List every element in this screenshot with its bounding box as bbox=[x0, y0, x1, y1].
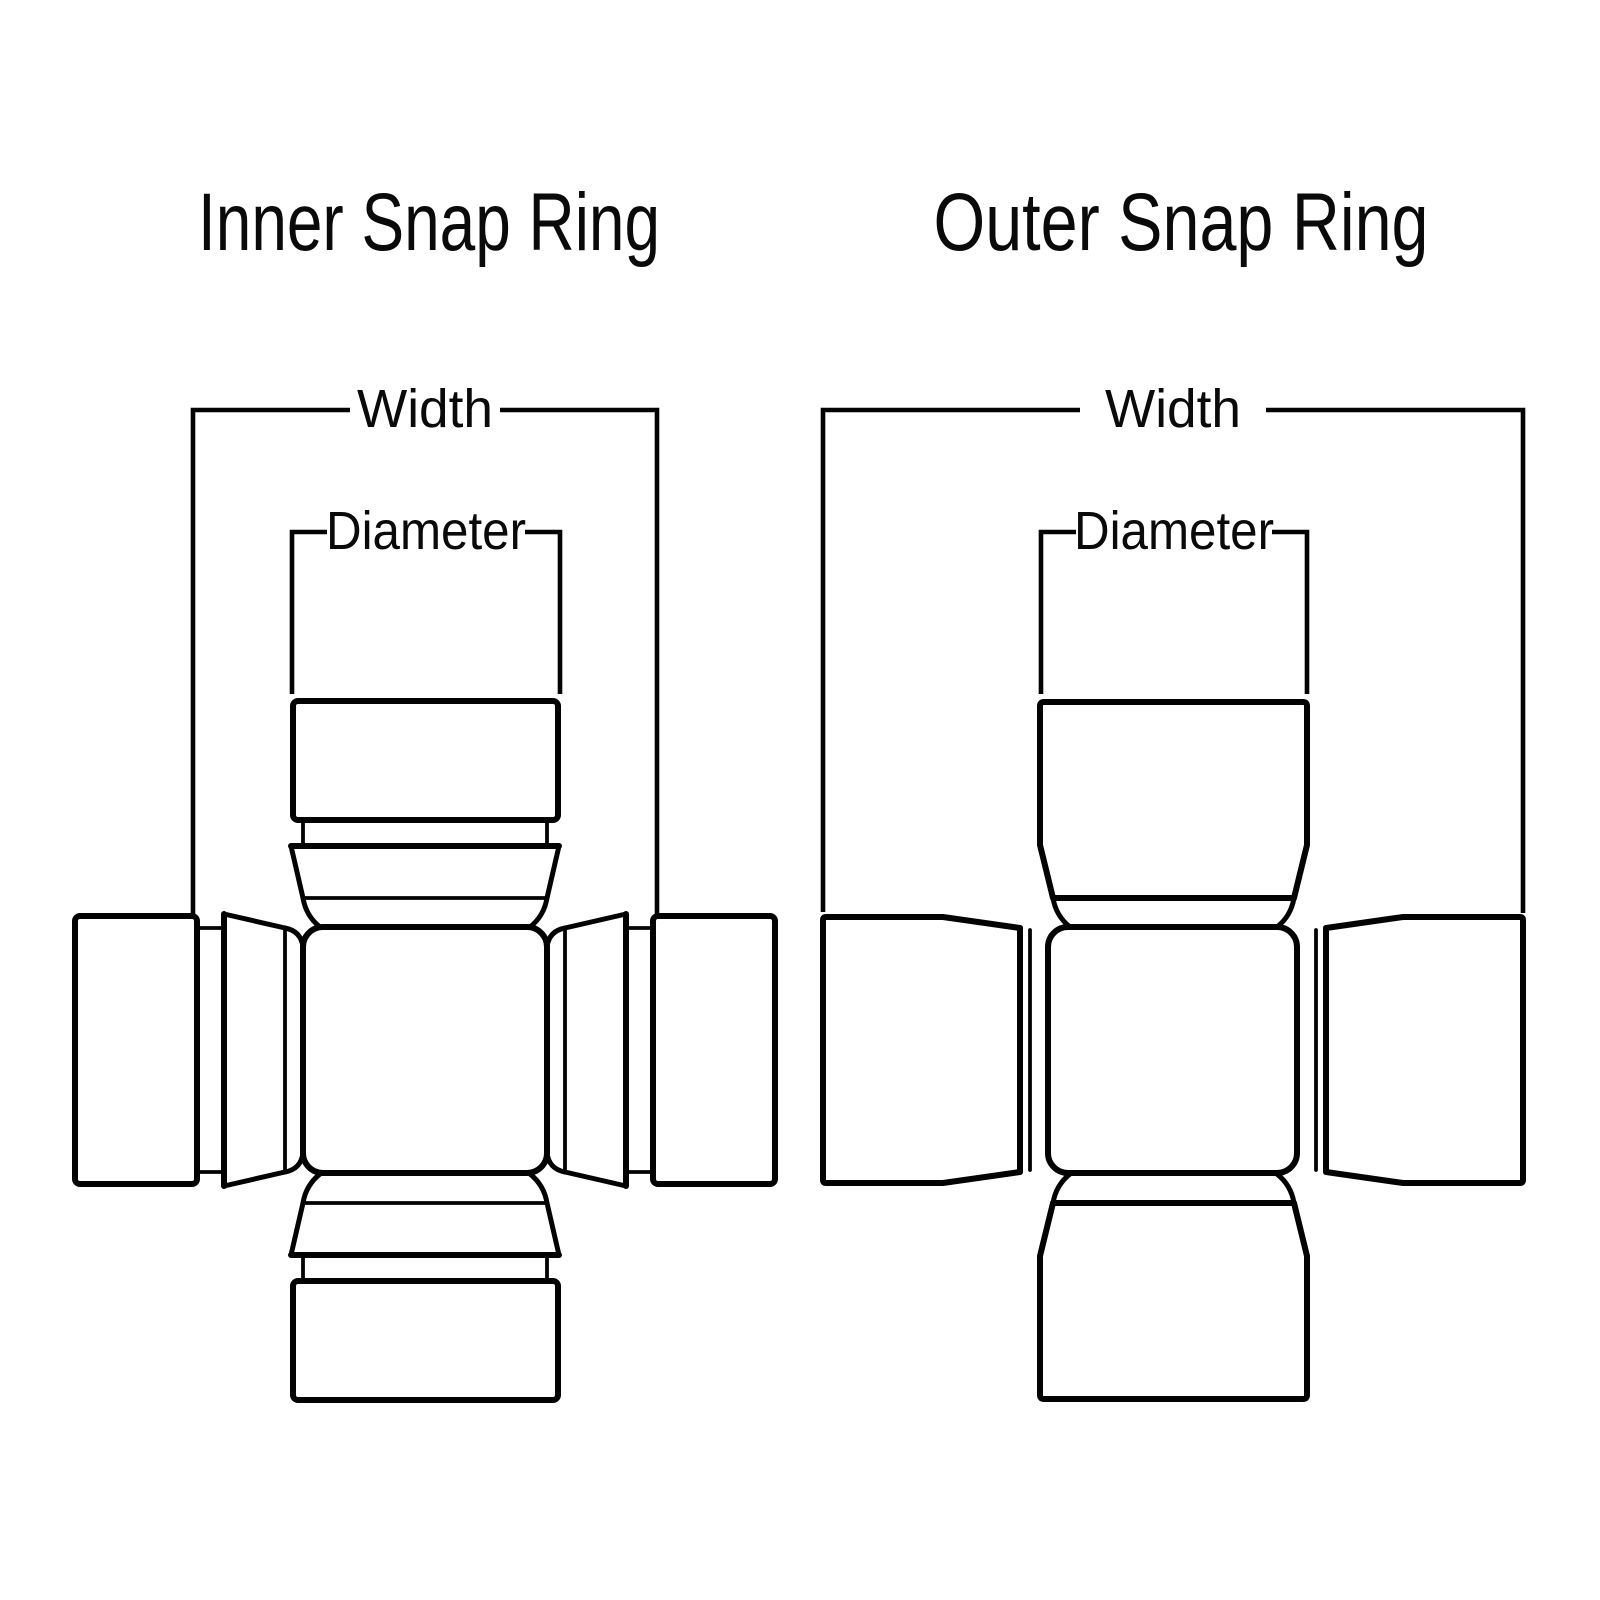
diameter-dimension: Diameter bbox=[1038, 501, 1310, 694]
right-bearing-cap-assembly bbox=[1314, 914, 1526, 1186]
top-bearing-cap-assembly bbox=[1037, 699, 1310, 930]
shoulder-fillet bbox=[300, 895, 323, 930]
bottom-bearing-cap-assembly bbox=[1037, 1171, 1310, 1402]
dimension-bracket-line bbox=[820, 407, 1080, 912]
bearing-cap bbox=[1037, 1200, 1310, 1402]
top-bearing-cap-assembly bbox=[288, 698, 562, 930]
left-bearing-cap-assembly bbox=[72, 911, 306, 1189]
shoulder-fillet bbox=[1050, 1171, 1073, 1206]
seal-flare-side bbox=[221, 911, 288, 931]
right-bearing-cap-assembly bbox=[544, 911, 778, 1189]
seal-flare-side bbox=[288, 1200, 306, 1258]
diameter-dimension-label: Diameter bbox=[1074, 501, 1274, 561]
bearing-cap bbox=[820, 914, 1023, 1186]
width-dimension-label: Width bbox=[1105, 379, 1241, 439]
shoulder-fillet bbox=[1274, 1171, 1297, 1206]
seal-flare-side bbox=[562, 1169, 629, 1189]
shoulder-fillet bbox=[527, 1171, 550, 1206]
dimension-bracket-line bbox=[1272, 529, 1310, 694]
bottom-bearing-cap-assembly bbox=[288, 1171, 562, 1403]
dimension-bracket-line bbox=[500, 407, 660, 916]
dimension-bracket-line bbox=[525, 529, 563, 694]
diameter-dimension-label: Diameter bbox=[326, 501, 526, 561]
inner-snap-ring-diagram: Inner Snap Ring Width Diameter bbox=[72, 177, 778, 1403]
seal-flare-side bbox=[562, 911, 629, 931]
bearing-cap bbox=[1037, 699, 1310, 901]
width-dimension: Width bbox=[190, 379, 660, 916]
shoulder-fillet bbox=[300, 1171, 323, 1206]
dimension-bracket-line bbox=[1266, 407, 1526, 913]
shoulder-fillet bbox=[1274, 895, 1297, 930]
seal-flare-side bbox=[544, 1200, 562, 1258]
dimension-bracket-line bbox=[289, 529, 327, 694]
seal-flare-side bbox=[288, 843, 306, 901]
diagram-title: Inner Snap Ring bbox=[198, 177, 660, 268]
seal-flare-side bbox=[221, 1169, 288, 1189]
diagram-title: Outer Snap Ring bbox=[934, 177, 1429, 268]
bearing-cap bbox=[290, 1278, 561, 1403]
diameter-dimension: Diameter bbox=[289, 501, 563, 694]
seal-flare-side bbox=[544, 843, 562, 901]
width-dimension: Width bbox=[820, 379, 1526, 913]
width-dimension-label: Width bbox=[357, 379, 493, 439]
bearing-cap bbox=[72, 913, 200, 1187]
shoulder-fillet bbox=[527, 895, 550, 930]
left-bearing-cap-assembly bbox=[820, 914, 1032, 1186]
cross-body bbox=[300, 924, 550, 1176]
bearing-cap bbox=[290, 698, 561, 823]
dimension-bracket-line bbox=[190, 407, 350, 914]
bearing-cap bbox=[1323, 914, 1526, 1186]
cross-body bbox=[1045, 924, 1300, 1176]
shoulder-fillet bbox=[1050, 895, 1073, 930]
outer-snap-ring-diagram: Outer Snap Ring Width Diameter bbox=[820, 177, 1526, 1402]
dimension-bracket-line bbox=[1038, 529, 1076, 694]
bearing-cap bbox=[650, 913, 778, 1187]
